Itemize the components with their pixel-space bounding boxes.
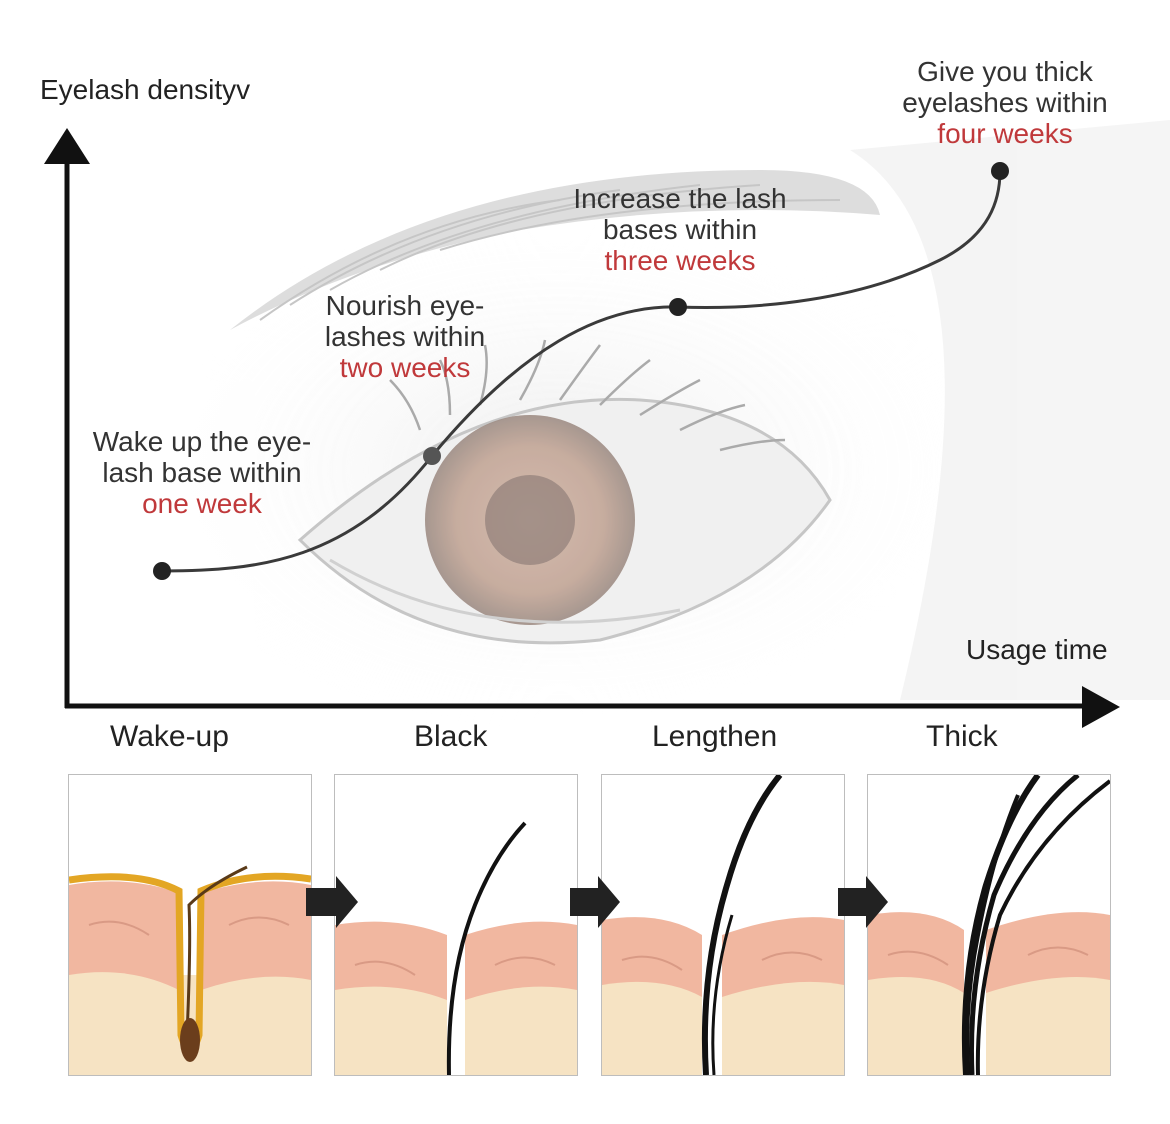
annotation-week-4: Give you thick eyelashes within four wee… xyxy=(870,56,1140,149)
annotation-highlight: three weeks xyxy=(604,245,756,276)
annotation-line: Increase the lash xyxy=(573,183,787,214)
annotation-week-3: Increase the lash bases within three wee… xyxy=(550,183,810,276)
stage-label-black: Black xyxy=(414,720,488,753)
follicle-thick-illustration xyxy=(868,775,1110,1075)
stage-label-thick: Thick xyxy=(926,720,998,753)
panel-wakeup xyxy=(68,774,312,1076)
follicle-wakeup-illustration xyxy=(69,775,311,1075)
y-axis-arrow-icon xyxy=(44,128,90,164)
panel-black xyxy=(334,774,578,1076)
annotation-line: Nourish eye- xyxy=(325,290,485,321)
panel-thick xyxy=(867,774,1111,1076)
annotation-highlight: two weeks xyxy=(339,352,471,383)
panel-lengthen xyxy=(601,774,845,1076)
annotation-line: lash base within xyxy=(102,457,302,488)
growth-chart xyxy=(44,120,1170,730)
follicle-black-illustration xyxy=(335,775,577,1075)
follicle-lengthen-illustration xyxy=(602,775,844,1075)
annotation-line: eyelashes within xyxy=(902,87,1108,118)
annotation-line: Give you thick xyxy=(917,56,1093,87)
annotation-line: Wake up the eye- xyxy=(92,426,312,457)
annotation-highlight: one week xyxy=(142,488,262,519)
annotation-highlight: four weeks xyxy=(937,118,1073,149)
curve-point-week-2 xyxy=(423,447,441,465)
stage-label-lengthen: Lengthen xyxy=(652,720,778,753)
annotation-week-2: Nourish eye- lashes within two weeks xyxy=(300,290,510,383)
curve-point-week-3 xyxy=(669,298,687,316)
x-axis-label: Usage time xyxy=(966,634,1108,665)
curve-point-week-1 xyxy=(153,562,171,580)
x-axis xyxy=(65,686,1120,728)
annotation-line: bases within xyxy=(602,214,758,245)
stage-label-wakeup: Wake-up xyxy=(110,720,229,753)
y-axis xyxy=(44,128,90,708)
growth-curve xyxy=(161,170,1002,573)
curve-point-week-4 xyxy=(991,162,1009,180)
y-axis-label: Eyelash densityv xyxy=(40,74,251,105)
x-axis-arrow-icon xyxy=(1082,686,1120,728)
annotation-week-1: Wake up the eye- lash base within one we… xyxy=(84,426,320,519)
annotation-line: lashes within xyxy=(324,321,486,352)
